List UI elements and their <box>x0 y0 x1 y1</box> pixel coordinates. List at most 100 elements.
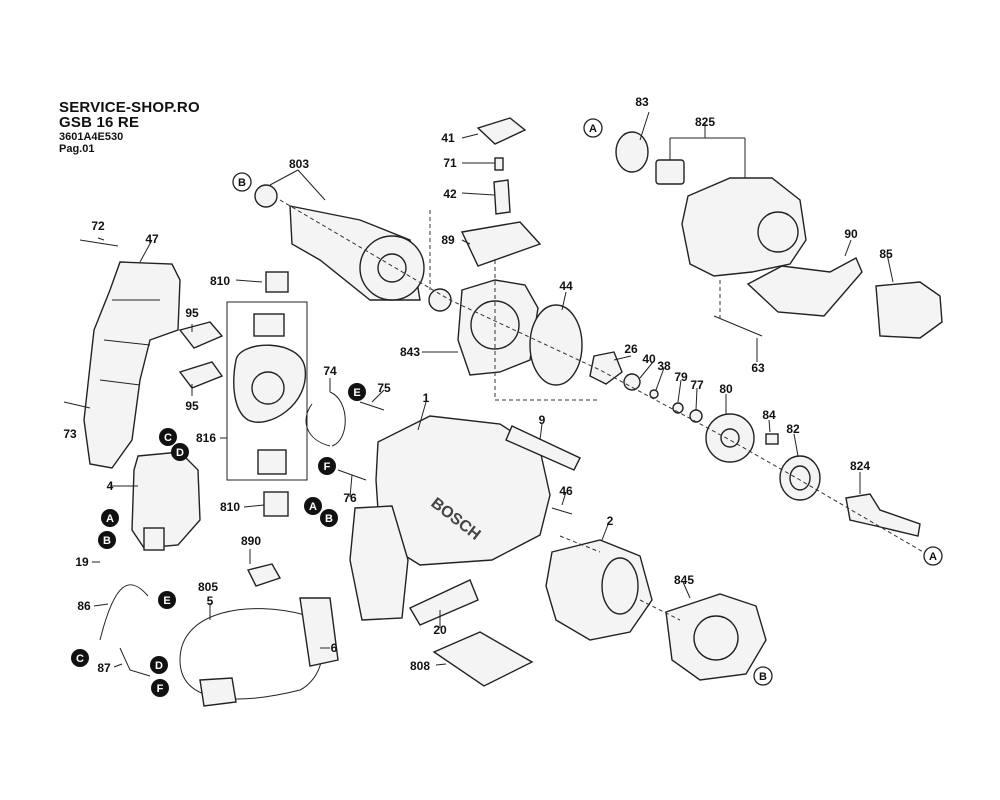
part-number: 3601A4E530 <box>59 131 124 143</box>
label-845: 845 <box>674 573 694 587</box>
label-75: 75 <box>377 381 391 395</box>
label-26: 26 <box>624 342 638 356</box>
carbon-brush-top <box>253 313 285 337</box>
svg-text:D: D <box>176 447 184 459</box>
callout-c-switch <box>159 428 177 446</box>
callout-f-clip <box>318 457 336 475</box>
label-9: 9 <box>539 413 546 427</box>
label-825: 825 <box>695 115 715 129</box>
brush-group-frame <box>226 301 308 481</box>
svg-text:D: D <box>155 660 163 672</box>
ball-38 <box>649 389 659 399</box>
model-name: GSB 16 RE <box>59 114 140 131</box>
svg-text:B: B <box>759 671 767 683</box>
shop-name: SERVICE-SHOP.RO <box>59 99 200 116</box>
screw-46 <box>551 507 573 515</box>
label-95-top: 95 <box>185 306 199 320</box>
depth-stop-90 <box>746 257 863 317</box>
label-805: 805 <box>198 580 218 594</box>
switch-4 <box>131 451 201 549</box>
needle-bearing <box>655 159 685 185</box>
o-ring-44 <box>529 304 583 386</box>
label-95-bottom: 95 <box>185 399 199 413</box>
carbon-brush-810a <box>265 271 289 293</box>
pin-84 <box>765 433 779 445</box>
grip-handle <box>349 505 409 621</box>
label-80: 80 <box>719 382 733 396</box>
washer-83 <box>615 131 649 173</box>
label-808: 808 <box>410 659 430 673</box>
carbon-brush-810b <box>263 491 289 517</box>
cable-87 <box>119 647 151 677</box>
label-890: 890 <box>241 534 261 548</box>
label-843: 843 <box>400 345 420 359</box>
svg-text:F: F <box>324 461 331 473</box>
screw-72 <box>79 239 119 247</box>
switch-knob-41 <box>476 117 527 145</box>
callout-a-switch <box>101 509 119 527</box>
callout-a-top <box>583 118 603 138</box>
label-810-top: 810 <box>210 274 230 288</box>
label-73: 73 <box>63 427 77 441</box>
svg-text:B: B <box>325 513 333 525</box>
callout-d-cable <box>150 656 168 674</box>
callout-a-right <box>923 546 943 566</box>
cover-89 <box>460 221 542 267</box>
label-87: 87 <box>97 661 111 675</box>
label-816: 816 <box>196 431 216 445</box>
label-84: 84 <box>762 408 776 422</box>
svg-text:A: A <box>309 501 317 513</box>
label-46: 46 <box>559 484 573 498</box>
label-82: 82 <box>786 422 800 436</box>
cable-clamp-890 <box>246 563 282 587</box>
callout-e-clip <box>348 383 366 401</box>
callout-b-top <box>232 172 252 192</box>
plug <box>199 677 237 707</box>
label-803: 803 <box>289 157 309 171</box>
handle-half-shell <box>83 261 181 469</box>
label-90: 90 <box>844 227 858 241</box>
spring-clip-74 <box>305 391 346 447</box>
chuck-85 <box>875 281 943 339</box>
spring-71 <box>494 157 504 171</box>
svg-text:C: C <box>76 653 84 665</box>
svg-text:A: A <box>589 123 597 135</box>
svg-text:E: E <box>353 387 360 399</box>
label-41: 41 <box>441 131 455 145</box>
callout-c-cable <box>71 649 89 667</box>
label-20: 20 <box>433 623 447 637</box>
callout-e-cable <box>158 591 176 609</box>
callout-b-bottom <box>753 666 773 686</box>
svg-text:C: C <box>164 432 172 444</box>
bearing-b-side <box>254 184 278 208</box>
power-cord <box>179 608 323 700</box>
label-5: 5 <box>207 594 214 608</box>
label-85: 85 <box>879 247 893 261</box>
label-810-bottom: 810 <box>220 500 240 514</box>
switch-cover-95a <box>178 321 224 349</box>
spindle-824 <box>845 493 921 537</box>
svg-text:A: A <box>106 513 114 525</box>
label-1: 1 <box>423 391 430 405</box>
label-824: 824 <box>850 459 870 473</box>
label-38: 38 <box>657 359 671 373</box>
label-86: 86 <box>77 599 91 613</box>
page-number: Pag.01 <box>59 143 95 155</box>
label-4: 4 <box>107 479 114 493</box>
cable-86 <box>99 584 149 641</box>
svg-text:E: E <box>163 595 170 607</box>
label-79: 79 <box>674 370 688 384</box>
clip-75 <box>359 401 385 411</box>
label-63: 63 <box>751 361 765 375</box>
label-42: 42 <box>443 187 457 201</box>
callout-a-cord <box>304 497 322 515</box>
label-71: 71 <box>443 156 457 170</box>
label-72: 72 <box>91 219 105 233</box>
label-74: 74 <box>323 364 337 378</box>
label-2: 2 <box>607 514 614 528</box>
callout-b-switch <box>98 531 116 549</box>
label-19: 19 <box>75 555 89 569</box>
label-808 <box>432 631 534 687</box>
callout-b-cord <box>320 509 338 527</box>
